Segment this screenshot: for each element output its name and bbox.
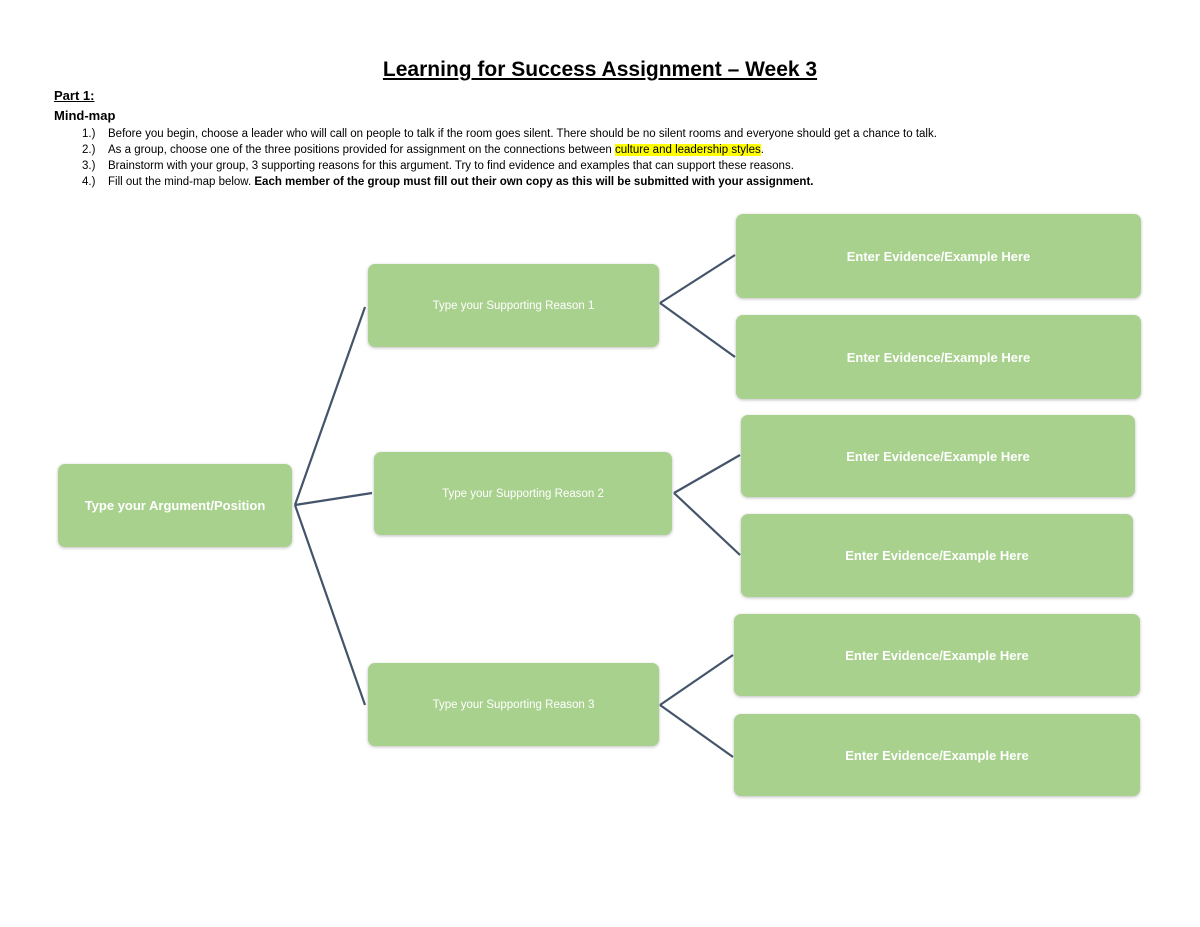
connector-reason-2-evidence-4 xyxy=(673,492,741,556)
evidence-box-5[interactable]: Enter Evidence/Example Here xyxy=(734,614,1140,696)
connector-reason-2-evidence-3 xyxy=(673,454,741,494)
evidence-label: Enter Evidence/Example Here xyxy=(846,349,1031,365)
step-number: 4.) xyxy=(82,176,96,188)
evidence-label: Enter Evidence/Example Here xyxy=(845,548,1029,563)
connector-argument-reason-3 xyxy=(293,504,367,706)
connector-reason-1-evidence-1 xyxy=(659,254,736,304)
connector-argument-reason-1 xyxy=(293,306,367,506)
page-title: Learning for Success Assignment – Week 3 xyxy=(382,58,818,81)
reason-label: Type your Supporting Reason 2 xyxy=(442,487,604,500)
step-text: Fill out the mind-map below. xyxy=(108,176,255,188)
evidence-box-4[interactable]: Enter Evidence/Example Here xyxy=(741,514,1133,597)
instruction-step-4: 4.) Fill out the mind-map below. Each mem… xyxy=(82,174,937,190)
step-text: Brainstorm with your group, 3 supporting… xyxy=(108,160,794,172)
step-text: As a group, choose one of the three posi… xyxy=(108,144,615,156)
argument-label: Type your Argument/Position xyxy=(84,498,266,513)
argument-box[interactable]: Type your Argument/Position xyxy=(58,464,292,547)
step-number: 3.) xyxy=(82,160,96,172)
instruction-list: 1.) Before you begin, choose a leader who… xyxy=(82,126,937,190)
part-label: Part 1: xyxy=(54,88,95,103)
evidence-label: Enter Evidence/Example Here xyxy=(845,647,1029,663)
reason-label: Type your Supporting Reason 1 xyxy=(432,299,595,312)
connector-reason-3-evidence-5 xyxy=(659,654,734,706)
connector-argument-reason-2 xyxy=(294,491,373,507)
step-text-end: . xyxy=(760,144,764,156)
reason-box-3[interactable]: Type your Supporting Reason 3 xyxy=(368,663,659,746)
instruction-step-1: 1.) Before you begin, choose a leader who… xyxy=(82,126,937,142)
evidence-box-6[interactable]: Enter Evidence/Example Here xyxy=(734,714,1140,796)
step-number: 1.) xyxy=(82,128,96,140)
evidence-box-3[interactable]: Enter Evidence/Example Here xyxy=(741,415,1135,497)
connector-reason-3-evidence-6 xyxy=(659,704,734,758)
reason-box-1[interactable]: Type your Supporting Reason 1 xyxy=(368,264,659,347)
instruction-step-3: 3.) Brainstorm with your group, 3 support… xyxy=(82,158,937,174)
evidence-label: Enter Evidence/Example Here xyxy=(846,248,1031,264)
evidence-label: Enter Evidence/Example Here xyxy=(845,747,1029,763)
step-text: Before you begin, choose a leader who wi… xyxy=(108,128,937,140)
reason-label: Type your Supporting Reason 3 xyxy=(432,698,595,711)
section-heading: Mind-map xyxy=(54,108,116,123)
highlighted-text: culture and leadership styles xyxy=(614,144,761,156)
connector-reason-1-evidence-2 xyxy=(659,302,736,358)
evidence-box-2[interactable]: Enter Evidence/Example Here xyxy=(736,315,1141,399)
evidence-box-1[interactable]: Enter Evidence/Example Here xyxy=(736,214,1141,298)
reason-box-2[interactable]: Type your Supporting Reason 2 xyxy=(374,452,672,535)
evidence-label: Enter Evidence/Example Here xyxy=(846,448,1030,464)
bold-instruction: Each member of the group must fill out t… xyxy=(254,176,814,188)
instruction-step-2: 2.) As a group, choose one of the three p… xyxy=(82,142,937,158)
step-number: 2.) xyxy=(82,144,96,156)
